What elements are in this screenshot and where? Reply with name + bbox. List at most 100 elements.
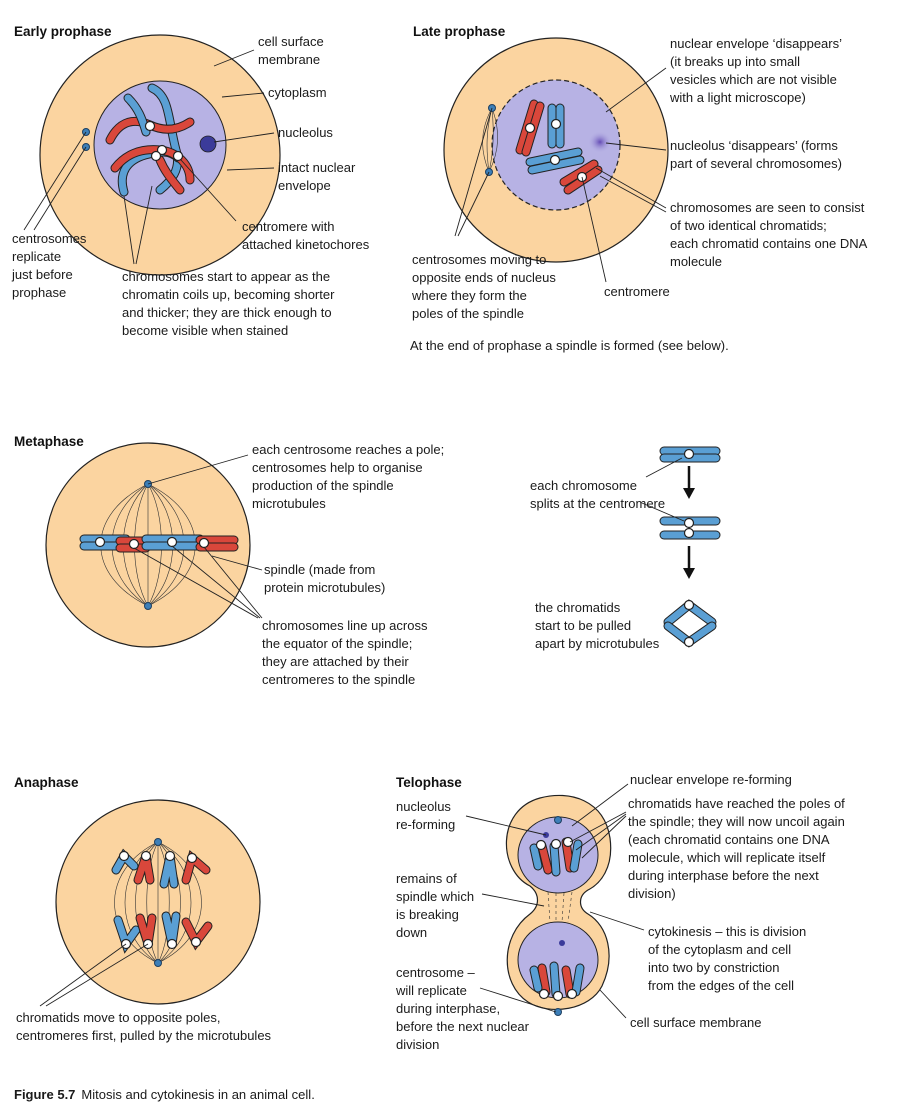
label-line: centrosomes help to organise <box>252 460 423 475</box>
late-label-chromatids: chromosomes are seen to consist of two id… <box>670 200 868 269</box>
chromosome-splitting-sequence <box>641 446 721 648</box>
telo-chromatids-upper <box>529 837 583 877</box>
label-line: the equator of the spindle; <box>262 636 412 651</box>
telo-label-membrane: cell surface membrane <box>630 1015 762 1030</box>
label-line: become visible when stained <box>122 323 288 338</box>
late-label-nucleolus: nucleolus ‘disappears’ (forms part of sev… <box>670 138 842 171</box>
label-line: molecule, which will replicate itself <box>628 850 826 865</box>
label-line: nucleolus <box>396 799 451 814</box>
meta-centromere <box>128 538 140 550</box>
meta-label-lineup: chromosomes line up across the equator of… <box>262 618 428 687</box>
label-line: cytokinesis – this is division <box>648 924 806 939</box>
label-line: envelope <box>278 178 331 193</box>
ana-centromere <box>186 852 198 864</box>
telo-centromere <box>538 988 550 1000</box>
label-line: part of several chromosomes) <box>670 156 842 171</box>
label-line: before the next nuclear <box>396 1019 530 1034</box>
label-line: vesicles which are not visible <box>670 72 837 87</box>
label-line: nucleolus <box>278 125 333 140</box>
ana-centromere <box>164 850 176 862</box>
label-line: chromosomes are seen to consist <box>670 200 865 215</box>
early-label-nucleolus: nucleolus <box>278 125 333 140</box>
label-line: chromosomes line up across <box>262 618 428 633</box>
telophase-title: Telophase <box>396 775 462 790</box>
telo-centrosome <box>554 1008 562 1016</box>
label-line: they are attached by their <box>262 654 409 669</box>
label-line: chromatin coils up, becoming shorter <box>122 287 335 302</box>
meta-leaders <box>133 454 263 619</box>
label-line: during interphase, <box>396 1001 500 1016</box>
label-line: centrosomes <box>12 231 87 246</box>
label-line: centrosome – <box>396 965 476 980</box>
split-step-3-centromere <box>683 599 695 611</box>
telo-centromere <box>552 990 564 1002</box>
label-line: into two by constriction <box>648 960 780 975</box>
early-leaders <box>23 49 275 265</box>
label-line: nuclear envelope re-forming <box>630 772 792 787</box>
label-line: each chromosome <box>530 478 637 493</box>
label-line: centromeres to the spindle <box>262 672 415 687</box>
label-line: start to be pulled <box>535 618 631 633</box>
arrow-down-icon <box>683 488 695 499</box>
label-line: (it breaks up into small <box>670 54 800 69</box>
early-centromere <box>144 120 156 132</box>
meta-centrosome <box>144 602 152 610</box>
late-label-centromere: centromere <box>604 284 670 299</box>
arrow-down-icon <box>683 568 695 579</box>
label-line: replicate <box>12 249 61 264</box>
label-line: molecule <box>670 254 722 269</box>
early-centromere <box>156 144 168 156</box>
telo-centromere <box>550 838 562 850</box>
late-note: At the end of prophase a spindle is form… <box>410 338 729 353</box>
label-line: re-forming <box>396 817 455 832</box>
label-line: will replicate <box>395 983 467 998</box>
label-line: of two identical chromatids; <box>670 218 827 233</box>
label-line: membrane <box>258 52 320 67</box>
anaphase-panel: Anaphase <box>14 775 272 1043</box>
label-line: is breaking <box>396 907 459 922</box>
label-line: microtubules <box>252 496 326 511</box>
ana-centromere <box>190 936 202 948</box>
telo-label-centrosome: centrosome – will replicate during interph… <box>395 965 530 1052</box>
early-label-chromosomes: chromosomes start to appear as the chroma… <box>122 269 335 338</box>
early-label-cytoplasm: cytoplasm <box>268 85 327 100</box>
telo-centromere <box>562 836 574 848</box>
early-prophase-panel: Early prophase cell surfac <box>11 24 370 338</box>
label-line: centromere <box>604 284 670 299</box>
telo-centromere <box>535 839 547 851</box>
late-leaders <box>454 67 667 283</box>
late-centromere <box>550 118 562 130</box>
ana-centrosome <box>154 959 162 967</box>
meta-centromere <box>198 537 210 549</box>
late-label-envelope: nuclear envelope ‘disappears’(it breaks … <box>669 36 842 105</box>
label-line: At the end of prophase a spindle is form… <box>410 338 729 353</box>
label-line: down <box>396 925 427 940</box>
label-line: chromosomes start to appear as the <box>122 269 330 284</box>
meta-label-pole: each centrosome reaches a pole;centrosom… <box>252 442 444 511</box>
telo-label-nucleolus: nucleolus re-forming <box>396 799 455 832</box>
ana-centromere <box>118 850 130 862</box>
label-line: apart by microtubules <box>535 636 660 651</box>
label-line: division <box>396 1037 439 1052</box>
late-centromere <box>549 154 561 166</box>
figure-number: Figure 5.7 <box>14 1087 75 1102</box>
split-step-1-centromere <box>683 448 695 460</box>
late-prophase-title: Late prophase <box>413 24 506 39</box>
metaphase-panel: Metaphase <box>14 434 721 687</box>
telo-spindle-remains <box>547 891 573 923</box>
label-line: and thicker; they are thick enough to <box>122 305 332 320</box>
label-line: nucleolus ‘disappears’ (forms <box>670 138 838 153</box>
late-prophase-panel: Late prophase <box>410 24 868 353</box>
label-line: remains of <box>396 871 457 886</box>
label-line: production of the spindle <box>252 478 394 493</box>
